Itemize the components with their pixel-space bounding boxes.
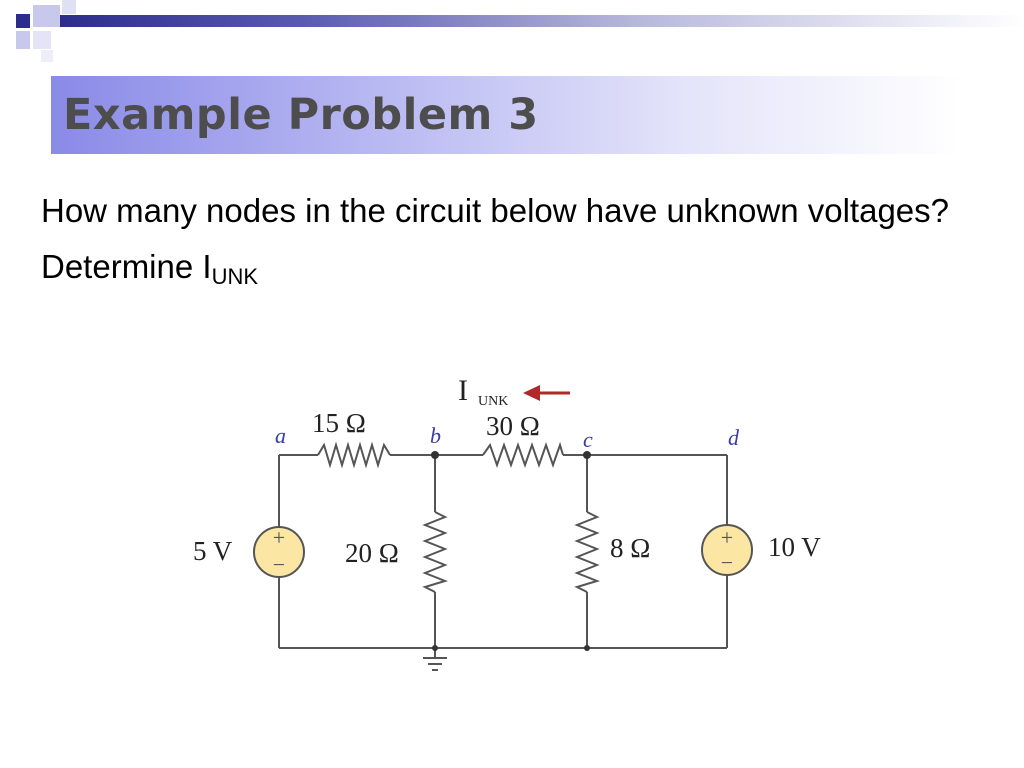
corner-square-lavender-2 <box>16 31 30 49</box>
resistor-15-zigzag <box>317 441 391 469</box>
question-current: Determine IUNK <box>41 245 1001 299</box>
resistor-8-label: 8 Ω <box>610 533 650 563</box>
source-5v-minus: − <box>273 552 285 577</box>
resistor-20-zigzag <box>422 511 449 593</box>
current-label-i: I <box>458 374 468 407</box>
source-5v-plus: + <box>273 525 285 550</box>
voltage-source-10v <box>701 524 753 576</box>
node-dot-b-bottom <box>432 645 438 651</box>
slide-body: How many nodes in the circuit below have… <box>41 189 1001 299</box>
current-arrow-head <box>523 385 540 401</box>
corner-square-light <box>33 31 51 49</box>
voltage-source-5v <box>253 526 305 578</box>
node-label-d: d <box>728 425 740 450</box>
corner-square-navy <box>16 14 30 28</box>
slide-title: Example Problem 3 <box>63 90 539 140</box>
node-label-a: a <box>275 423 286 448</box>
node-label-b: b <box>430 423 441 448</box>
source-10v-plus: + <box>721 525 733 550</box>
source-10v-minus: − <box>721 550 733 575</box>
question-current-main: Determine I <box>41 248 212 285</box>
corner-square-pale-2 <box>41 50 53 62</box>
corner-square-pale <box>62 0 76 14</box>
corner-square-lavender <box>33 5 60 27</box>
header-gradient-bar <box>60 15 1024 27</box>
node-dot-c-bottom <box>584 645 590 651</box>
resistor-15-label: 15 Ω <box>312 408 366 438</box>
resistor-20-label: 20 Ω <box>345 538 399 568</box>
node-dot-b <box>431 451 439 459</box>
question-current-sub: UNK <box>211 264 259 289</box>
current-label-unk: UNK <box>478 394 508 409</box>
question-nodes: How many nodes in the circuit below have… <box>41 192 950 229</box>
resistor-8-zigzag <box>574 511 601 593</box>
title-band <box>51 76 961 154</box>
source-10v-label: 10 V <box>768 532 821 562</box>
node-label-c: c <box>583 427 593 452</box>
node-dot-c <box>583 451 591 459</box>
resistor-30-zigzag <box>482 441 564 469</box>
source-5v-label: 5 V <box>193 536 233 566</box>
resistor-30-label: 30 Ω <box>486 411 540 441</box>
